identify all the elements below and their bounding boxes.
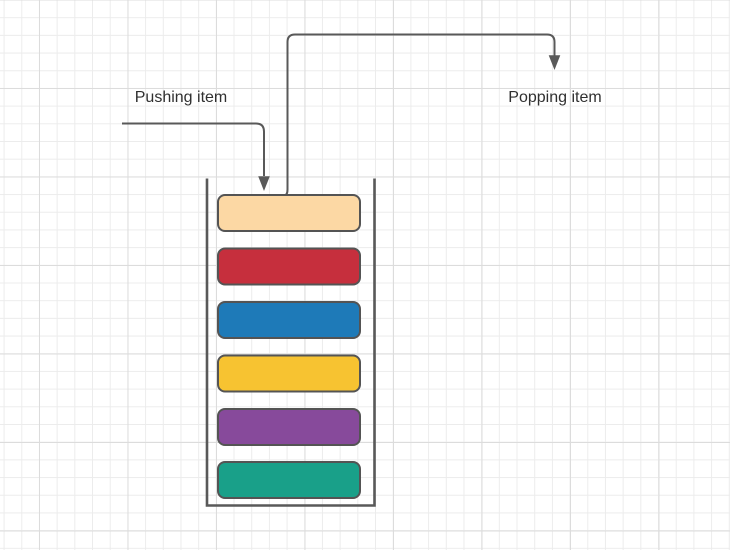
pop-arrowhead-down-icon [548,55,561,70]
stack-item-cream [217,194,361,232]
pop-arrow [282,33,556,197]
stack-item-yellow [217,354,361,393]
stack-item-blue [217,301,361,339]
pop-label: Popping item [508,89,602,106]
push-arrowhead-down-icon [258,176,270,191]
stack-item-green [217,461,361,499]
stack-item-red [217,247,361,286]
push-arrow [122,122,265,176]
stack-item-purple [217,408,361,446]
push-label: Pushing item [134,89,228,106]
stack-container [205,178,376,507]
